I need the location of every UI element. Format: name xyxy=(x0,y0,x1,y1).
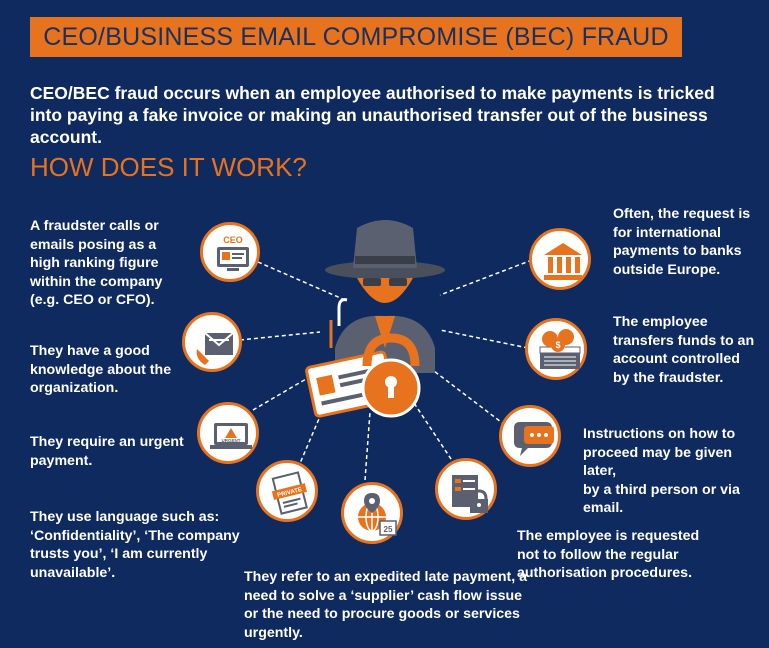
point-impersonation: A fraudster calls or emails posing as a … xyxy=(30,218,163,308)
how-it-works-heading: HOW DOES IT WORK? xyxy=(30,152,307,182)
point-procedures: The employee is requested not to follow … xyxy=(517,528,700,581)
intro-text: CEO/BEC fraud occurs when an employee au… xyxy=(30,83,715,147)
envelope-phone-icon xyxy=(182,312,242,372)
page-banner: CEO/BUSINESS EMAIL COMPROMISE (BEC) FRAU… xyxy=(30,17,682,57)
private-document-icon: PRIVATE xyxy=(256,460,318,522)
point-international: Often, the request is for international … xyxy=(613,206,751,278)
fraudster-hacker-icon xyxy=(305,220,445,418)
point-language: They use language such as: ‘Confidential… xyxy=(30,509,240,581)
urgent-label: URGENT xyxy=(222,438,241,443)
point-knowledge: They have a good knowledge about the org… xyxy=(30,343,172,396)
bank-icon xyxy=(529,228,591,290)
urgent-laptop-icon: URGENT xyxy=(197,402,259,464)
lock-server-icon xyxy=(435,458,497,520)
svg-text:$: $ xyxy=(555,340,560,350)
point-late-payment: They refer to an expedited late payment,… xyxy=(244,569,528,641)
ceo-label: CEO xyxy=(223,235,243,245)
chat-bubble-icon xyxy=(499,405,561,467)
point-transfer: The employee transfers funds to an accou… xyxy=(613,314,755,386)
calendar-day-label: 25 xyxy=(384,525,393,534)
ceo-email-icon: CEO xyxy=(200,222,260,282)
page-title: CEO/BUSINESS EMAIL COMPROMISE (BEC) FRAU… xyxy=(43,22,669,51)
point-instructions: Instructions on how to proceed may be gi… xyxy=(583,426,740,516)
private-label: PRIVATE xyxy=(277,487,303,499)
money-stack-icon: $ xyxy=(525,318,587,380)
point-urgent: They require an urgent payment. xyxy=(30,434,184,469)
globe-calendar-icon: 25 xyxy=(341,482,403,544)
